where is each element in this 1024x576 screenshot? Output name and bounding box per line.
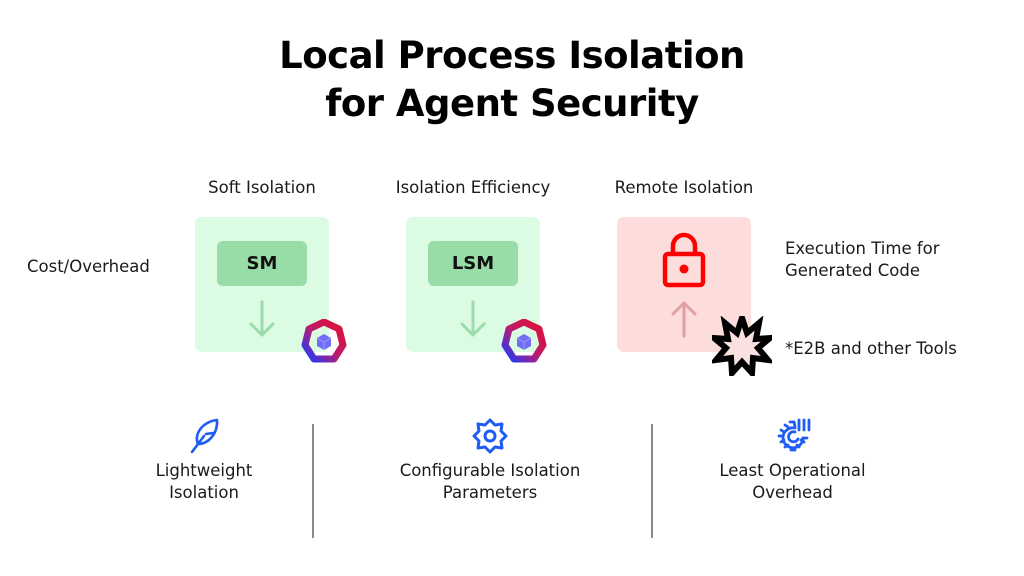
- gear-bars-icon: [777, 418, 810, 452]
- column-label-isolation-efficiency: Isolation Efficiency: [395, 178, 551, 197]
- title-line-1: Local Process Isolation: [279, 34, 745, 77]
- lsm-module-label: LSM: [451, 253, 495, 274]
- execution-time-label: Execution Time for Generated Code: [785, 238, 940, 282]
- tools-note-label: *E2B and other Tools: [785, 339, 957, 358]
- starburst-icon: [712, 316, 772, 376]
- feature-line-1: Lightweight: [155, 461, 253, 480]
- feature-least-overhead: Least Operational Overhead: [690, 416, 895, 504]
- feature-line-2: Isolation: [169, 483, 239, 502]
- feature-line-2: Overhead: [752, 483, 833, 502]
- isolation-efficiency-box: LSM: [406, 217, 540, 352]
- feather-icon: [190, 418, 219, 454]
- lsm-module: LSM: [428, 241, 518, 286]
- gear-icon: [472, 418, 508, 454]
- sm-module-label: SM: [246, 253, 278, 274]
- arrow-up-icon: [671, 301, 697, 338]
- column-label-remote-isolation: Remote Isolation: [614, 178, 754, 197]
- cost-overhead-label: Cost/Overhead: [27, 257, 150, 276]
- arrow-down-icon: [249, 300, 275, 337]
- kubernetes-badge-icon: [501, 319, 547, 363]
- page-title: Local Process Isolation for Agent Securi…: [0, 32, 1024, 128]
- column-label-soft-isolation: Soft Isolation: [208, 178, 316, 197]
- execution-time-line-2: Generated Code: [785, 261, 921, 280]
- kubernetes-badge-icon: [301, 319, 347, 363]
- soft-isolation-box: SM: [195, 217, 329, 352]
- divider: [651, 424, 653, 538]
- feature-line-2: Parameters: [442, 483, 538, 502]
- feature-line-1: Least Operational: [719, 461, 866, 480]
- feature-lightweight-isolation: Lightweight Isolation: [104, 416, 304, 504]
- feature-configurable-parameters: Configurable Isolation Parameters: [365, 416, 615, 504]
- divider: [312, 424, 314, 538]
- sm-module: SM: [217, 241, 307, 286]
- title-line-2: for Agent Security: [325, 82, 699, 125]
- lock-icon: [662, 232, 706, 288]
- execution-time-line-1: Execution Time for: [785, 239, 940, 258]
- arrow-down-icon: [460, 300, 486, 337]
- feature-line-1: Configurable Isolation: [399, 461, 581, 480]
